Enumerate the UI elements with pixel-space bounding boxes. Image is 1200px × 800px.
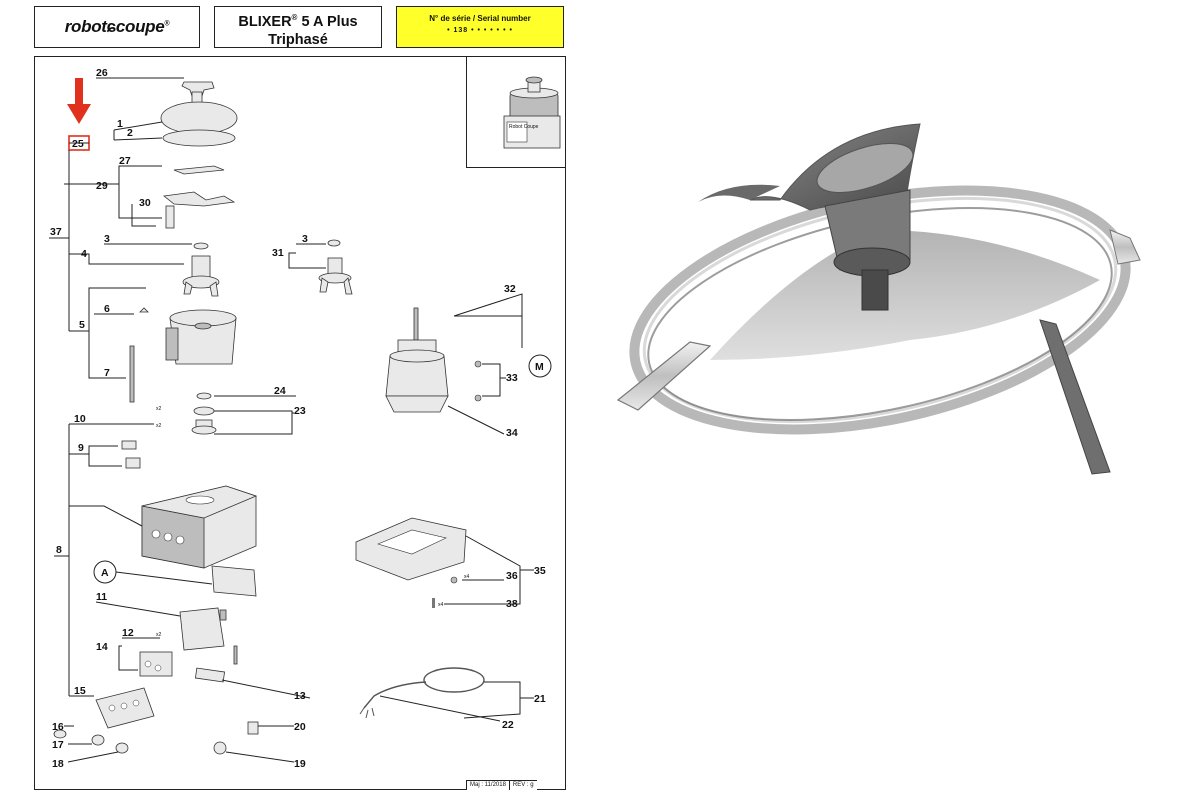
switch-part	[121, 440, 141, 469]
arrow-icon	[67, 78, 91, 124]
callout-22: 22	[502, 719, 514, 731]
svg-text:x2: x2	[156, 406, 162, 412]
callout-1: 1	[117, 118, 123, 130]
logo-text: robotɕcoupe®	[64, 17, 170, 36]
callout-31: 31	[272, 247, 284, 259]
callout-27: 27	[119, 155, 131, 167]
callout-2: 2	[127, 127, 133, 139]
thumb-label: Robot Coupe	[509, 124, 539, 130]
exploded-view-frame	[34, 56, 566, 790]
callout-20: 20	[294, 721, 306, 733]
svg-text:x4: x4	[464, 574, 470, 580]
callout-23: 23	[294, 405, 306, 417]
callout-7: 7	[104, 367, 110, 379]
hub-part	[182, 255, 220, 297]
callout-12: 12	[122, 627, 134, 639]
callout-38: 38	[506, 598, 518, 610]
callout-32: 32	[504, 283, 516, 295]
label-part	[194, 667, 226, 683]
callout-21: 21	[534, 693, 546, 705]
brand-logo: robotɕcoupe®	[34, 6, 200, 48]
exploded-parts-diagram: Robot Coupe 25 26 1 2 27 29 30 37 3	[49, 67, 561, 770]
screw-part	[139, 307, 149, 313]
callout-M: M	[535, 361, 544, 373]
switch-board-part	[139, 645, 238, 677]
callout-30: 30	[139, 197, 151, 209]
callout-5: 5	[79, 319, 85, 331]
washer-part	[193, 242, 209, 250]
model-title: BLIXER® 5 A Plus Triphasé	[214, 6, 382, 48]
nameplate-part	[95, 687, 155, 729]
callout-25: 25	[72, 138, 84, 150]
motor-callout-circle	[528, 354, 552, 378]
callout-34: 34	[506, 427, 518, 439]
revision-footer: Maj : 11/2018 REV : g	[466, 780, 566, 790]
callout-16: 16	[52, 721, 64, 733]
svg-text:x2: x2	[156, 632, 162, 638]
serial-value: • 138 • • • • • • •	[447, 27, 513, 34]
svg-text:x4: x4	[438, 602, 444, 608]
callout-18: 18	[52, 758, 64, 770]
rod-part	[129, 345, 135, 403]
bowl-part	[165, 309, 237, 365]
callout-14: 14	[96, 641, 108, 653]
callout-3b: 3	[302, 233, 308, 245]
base-housing-part	[141, 485, 258, 569]
lid-part	[160, 81, 238, 147]
callout-9: 9	[78, 442, 84, 454]
callout-33: 33	[506, 372, 518, 384]
callout-17: 17	[52, 739, 64, 751]
coupling-part	[191, 392, 217, 435]
motor-part	[385, 307, 482, 413]
hub-spare-part	[318, 239, 353, 295]
foot-parts	[53, 721, 259, 755]
callout-4: 4	[81, 248, 87, 260]
footplate-part	[355, 517, 467, 608]
cover-part	[211, 565, 257, 597]
control-board-part	[179, 607, 227, 651]
callout-10: 10	[74, 413, 86, 425]
callout-36: 36	[506, 570, 518, 582]
callout-26: 26	[96, 67, 108, 79]
callout-3: 3	[104, 233, 110, 245]
callout-37: 37	[50, 226, 62, 238]
power-cable-part	[359, 667, 485, 719]
callout-6: 6	[104, 303, 110, 315]
callout-13: 13	[294, 690, 306, 702]
svg-text:x2: x2	[156, 423, 162, 429]
revision-date: Maj : 11/2018	[466, 780, 509, 790]
callout-11: 11	[96, 591, 107, 603]
lid-product-photo	[616, 123, 1141, 475]
callout-19: 19	[294, 758, 306, 770]
callout-35: 35	[534, 565, 546, 577]
serial-label: N° de série / Serial number	[429, 14, 531, 23]
serial-number-box: N° de série / Serial number • 138 • • • …	[396, 6, 564, 48]
callout-A: A	[101, 567, 109, 579]
machine-thumbnail: Robot Coupe	[503, 76, 561, 149]
callout-29: 29	[96, 180, 108, 192]
callout-24: 24	[274, 385, 286, 397]
callout-15: 15	[74, 685, 86, 697]
blade-part	[163, 165, 236, 229]
callout-8: 8	[56, 544, 62, 556]
revision-code: REV : g	[508, 780, 537, 790]
